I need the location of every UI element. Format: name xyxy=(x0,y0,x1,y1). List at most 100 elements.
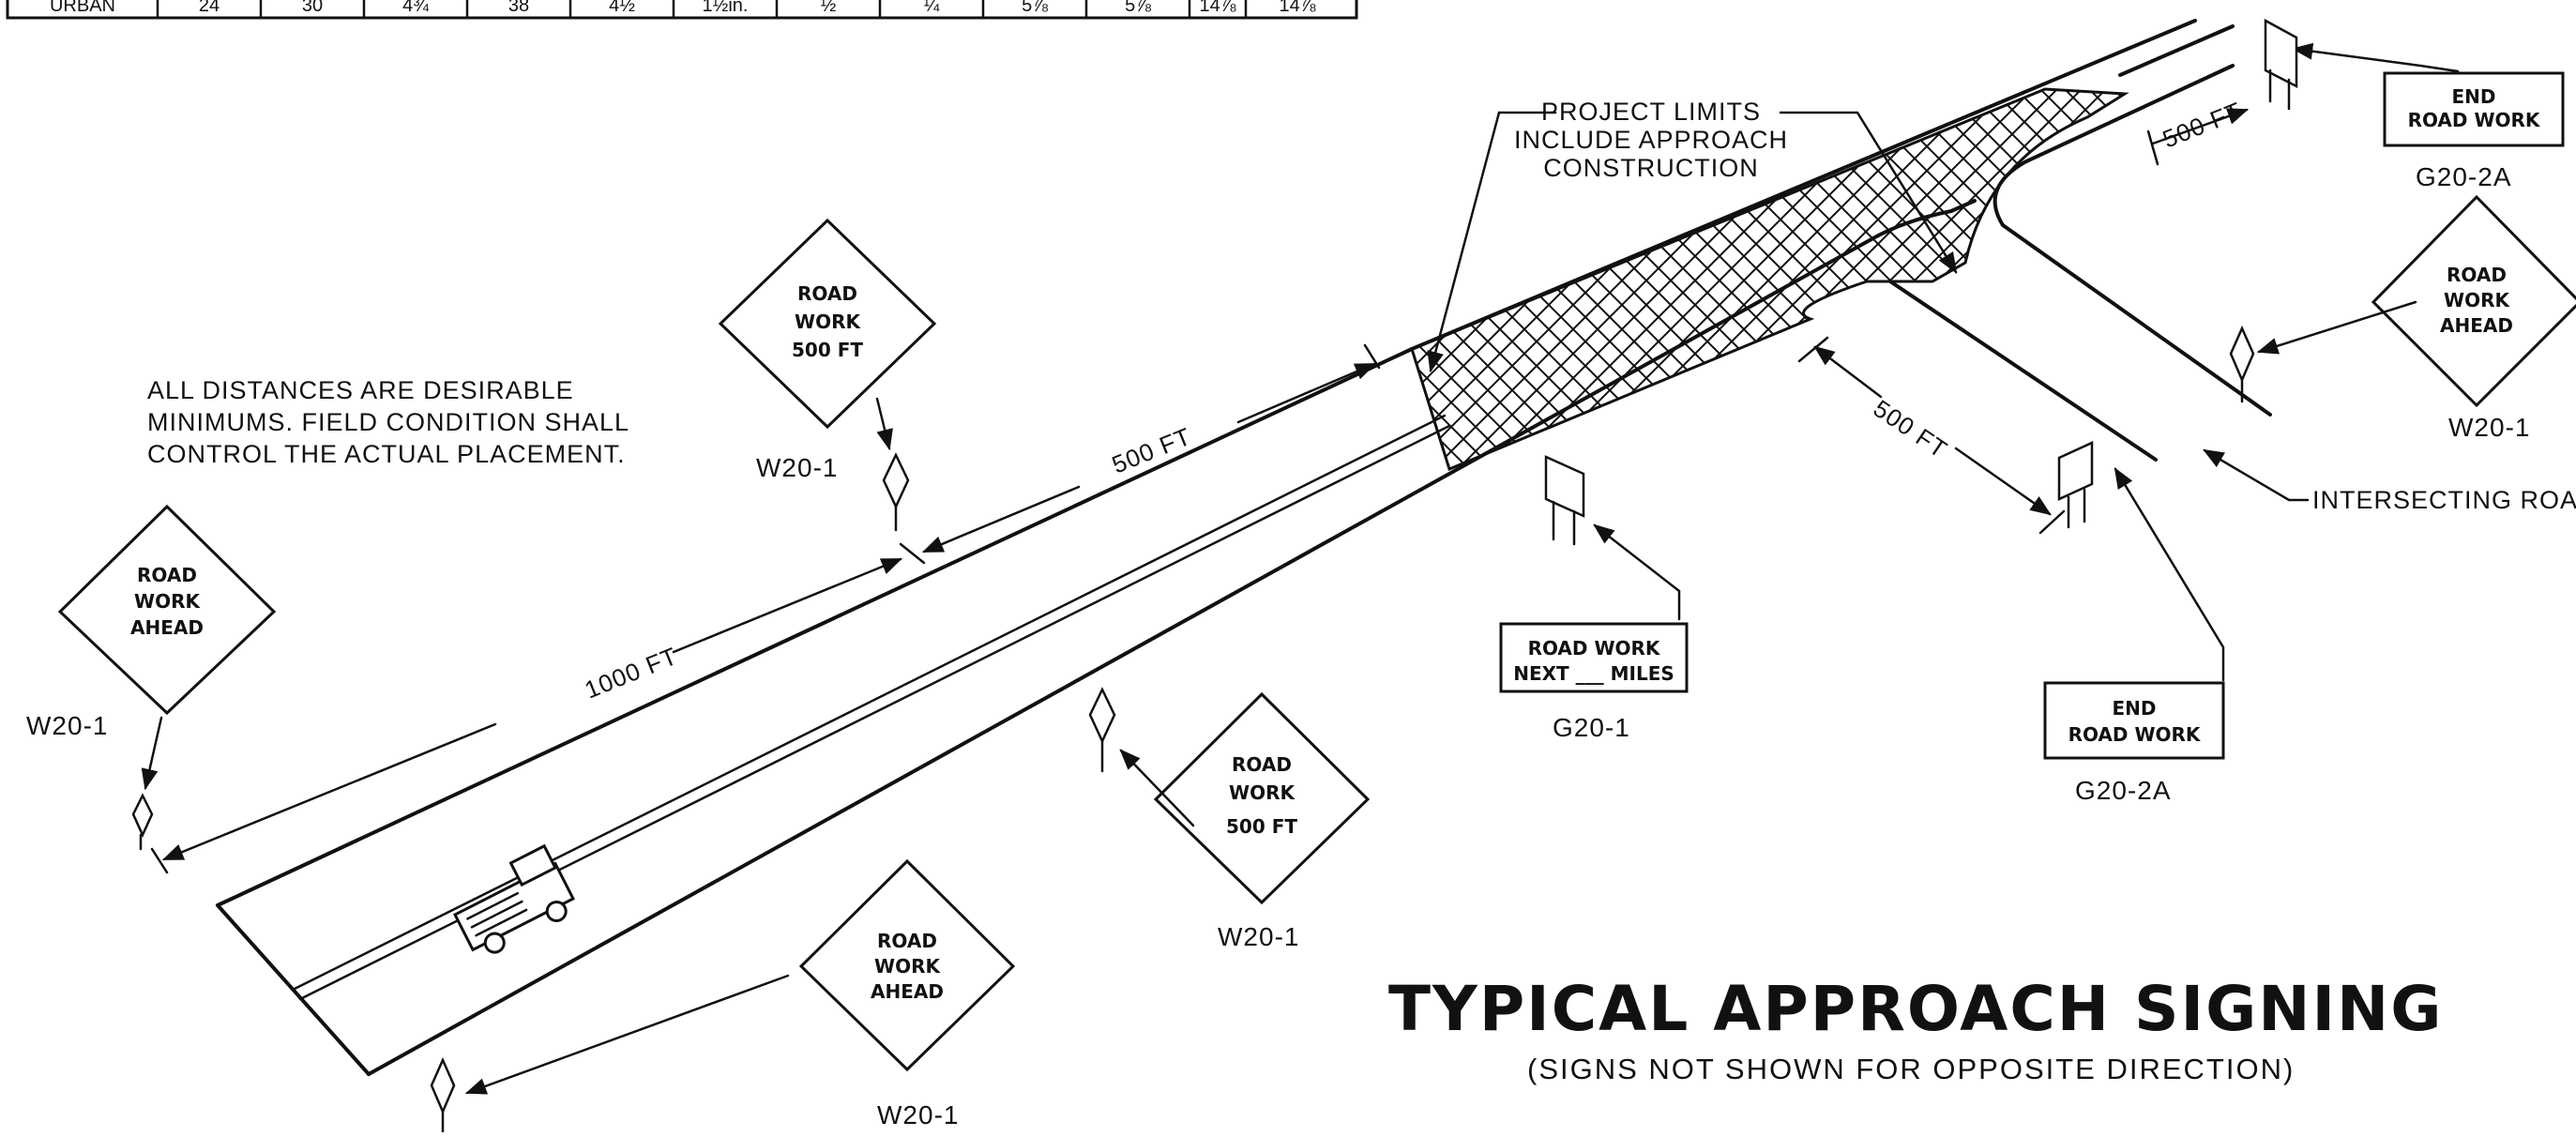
sign-line: WORK xyxy=(1229,781,1296,804)
sign-line: AHEAD xyxy=(130,616,204,639)
intersecting-road-edge-far xyxy=(2001,223,2272,417)
sign-post-marker xyxy=(2264,18,2298,89)
diagram-subtitle: (SIGNS NOT SHOWN FOR OPPOSITE DIRECTION) xyxy=(1527,1053,2295,1085)
note-line-2: MINIMUMS. FIELD CONDITION SHALL xyxy=(147,408,629,436)
table-cell: 5⅞ xyxy=(1022,0,1048,16)
intersecting-road-edge-near xyxy=(1888,280,2158,462)
table-cell: 14⅞ xyxy=(1200,0,1236,16)
table-cell: 1½in. xyxy=(703,0,749,16)
sign-code: W20-1 xyxy=(1218,922,1299,951)
dim-int-label: 500 FT xyxy=(1869,394,1953,463)
truck-icon xyxy=(452,843,576,954)
intersecting-road-text: INTERSECTING ROAD xyxy=(2312,486,2576,514)
sign-face xyxy=(57,504,277,716)
dim-tick-d xyxy=(1797,336,1829,363)
intersecting-road-leader xyxy=(2203,448,2310,502)
far-road-edge xyxy=(2118,24,2235,77)
centerline-a xyxy=(291,414,1447,992)
intersecting-road-label: INTERSECTING ROAD xyxy=(2203,448,2576,514)
table-cell: URBAN xyxy=(50,0,115,16)
dim-1000-left-leg xyxy=(161,722,497,861)
sign-leader xyxy=(1593,523,1681,621)
sign-face xyxy=(1153,691,1371,905)
dim-top-label: 500 FT xyxy=(2159,97,2246,154)
sign-line: ROAD xyxy=(137,564,197,586)
project-limits-line-3: CONSTRUCTION xyxy=(1543,154,1759,182)
sign-line: AHEAD xyxy=(871,980,944,1003)
sign-post-marker xyxy=(131,793,154,839)
table-frame xyxy=(6,0,1358,20)
table-cell: 24 xyxy=(199,0,220,16)
road-end-cap xyxy=(216,903,371,1076)
table-cell: 5⅞ xyxy=(1125,0,1151,16)
sign-w20-1-near: ROAD WORK AHEAD W20-1 xyxy=(430,858,1016,1134)
sign-face xyxy=(2383,71,2565,147)
sign-leader xyxy=(141,716,163,791)
sign-code: W20-1 xyxy=(26,711,108,740)
road-left-edge xyxy=(216,347,1414,907)
sign-leader xyxy=(464,974,790,1095)
sign-post-marker xyxy=(430,1056,456,1115)
sign-line: WORK xyxy=(795,311,861,333)
project-limits-line-2: INCLUDE APPROACH xyxy=(1514,126,1788,154)
project-limits-leader-right xyxy=(1779,111,1958,274)
diagram-title-block: TYPICAL APPROACH SIGNING (SIGNS NOT SHOW… xyxy=(1388,973,2441,1085)
intersecting-road xyxy=(1888,223,2272,462)
table-cell: ¼ xyxy=(924,0,940,16)
sign-line: ROAD xyxy=(2447,264,2507,286)
sign-g20-2a-top: END ROAD WORK G20-2A xyxy=(2264,18,2565,191)
sign-face xyxy=(798,858,1016,1072)
sign-line: ROAD xyxy=(797,282,857,305)
sign-line: WORK xyxy=(2444,289,2510,311)
dim-500-right-leg xyxy=(1236,362,1377,424)
sign-w20-1-far: ROAD WORK AHEAD W20-1 xyxy=(26,504,277,851)
dim-500-left-leg xyxy=(921,485,1081,553)
sign-post-marker xyxy=(2057,441,2094,501)
dim-1000-right-leg xyxy=(672,557,903,654)
sign-face xyxy=(2043,681,2225,760)
note-line-3: CONTROL THE ACTUAL PLACEMENT. xyxy=(147,440,626,468)
dim-top-leg xyxy=(2151,108,2250,145)
table-cell: 14⅞ xyxy=(1280,0,1316,16)
sign-leader xyxy=(1119,749,1195,827)
sign-post-marker xyxy=(1088,687,1116,744)
dim-tick-e xyxy=(2038,509,2066,535)
sign-code: G20-2A xyxy=(2075,776,2172,805)
dim-tick-f xyxy=(2146,129,2159,166)
table-cell: ½ xyxy=(821,0,837,16)
sign-line: ROAD WORK xyxy=(1528,637,1661,659)
sign-line: ROAD xyxy=(877,930,937,952)
dim-int-left-leg xyxy=(1813,345,1883,399)
sign-line: NEXT ___ MILES xyxy=(1513,662,1674,685)
sign-w20-1-500-right: ROAD WORK 500 FT W20-1 xyxy=(1088,687,1371,951)
sign-line: END xyxy=(2112,697,2156,720)
sign-leader xyxy=(2256,300,2417,355)
sign-line: ROAD WORK xyxy=(2068,723,2202,746)
sign-leader xyxy=(2114,467,2225,682)
sign-face xyxy=(1499,622,1689,693)
sign-line: WORK xyxy=(874,955,941,978)
note-line-1: ALL DISTANCES ARE DESIRABLE xyxy=(147,376,574,404)
project-limits-label: PROJECT LIMITS INCLUDE APPROACH CONSTRUC… xyxy=(1427,98,1958,373)
sign-code: W20-1 xyxy=(756,453,838,482)
dim-int-right-leg xyxy=(1954,447,2052,516)
sign-line: 500 FT xyxy=(1226,815,1297,838)
sign-line: WORK xyxy=(134,590,201,613)
sign-code: G20-2A xyxy=(2416,162,2512,191)
table-cell: 30 xyxy=(302,0,323,16)
sign-w20-1-intersect: ROAD WORK AHEAD W20-1 xyxy=(2229,194,2576,442)
sign-post-marker xyxy=(882,452,910,509)
table-cell: 4¾ xyxy=(402,0,429,16)
table-cell: 38 xyxy=(508,0,529,16)
dim-tick-b xyxy=(899,542,926,565)
sign-code: G20-1 xyxy=(1553,713,1630,742)
project-limits-area xyxy=(1410,87,2129,472)
sign-code: W20-1 xyxy=(2448,413,2530,442)
sign-leader xyxy=(875,397,893,451)
sign-face xyxy=(2371,194,2576,408)
sign-line: 500 FT xyxy=(792,339,863,361)
sign-line: AHEAD xyxy=(2440,314,2513,337)
